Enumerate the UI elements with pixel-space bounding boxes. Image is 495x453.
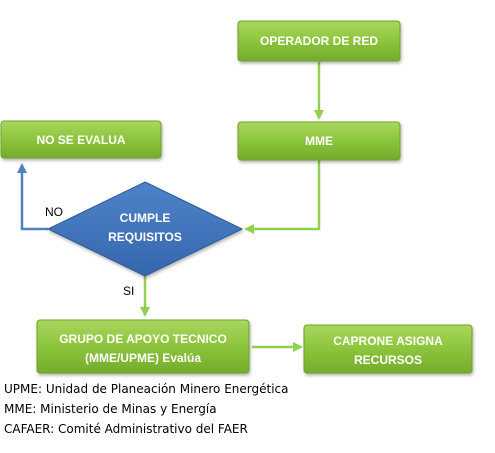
node-caprone-label-line1: CAPRONE ASIGNA [333, 334, 443, 348]
node-grupo-apoyo-tecnico [36, 319, 250, 374]
edge-label-si: SI [123, 284, 134, 298]
node-cumple-label-line1: CUMPLE [120, 211, 171, 225]
node-no-se-evalua-label: NO SE EVALUA [36, 133, 125, 147]
node-mme [237, 121, 401, 161]
node-operador-label: OPERADOR DE RED [260, 34, 378, 48]
acronym-legend: UPME: Unidad de Planeación Minero Energé… [4, 379, 289, 439]
legend-item-cafaer: CAFAER: Comité Administrativo del FAER [4, 422, 248, 436]
arrow-cumple-to-no-se-evalua [17, 163, 48, 231]
arrow-mme-to-cumple [244, 160, 321, 234]
node-cumple-requisitos [46, 181, 244, 277]
node-caprone-label-line2: RECURSOS [354, 353, 422, 367]
edge-label-no: NO [45, 205, 63, 219]
node-no-se-evalua [0, 120, 162, 159]
node-mme-label: MME [305, 134, 333, 148]
node-grupo-label-line2: (MME/UPME) Evalúa [85, 351, 201, 365]
node-cumple-label-line2: REQUISITOS [108, 230, 182, 244]
node-caprone-asigna-recursos [303, 324, 473, 374]
node-operador-de-red [237, 20, 401, 62]
legend-item-mme: MME: Ministerio de Minas y Energía [4, 402, 217, 416]
node-grupo-label-line1: GRUPO DE APOYO TECNICO [59, 332, 227, 346]
legend-item-upme: UPME: Unidad de Planeación Minero Energé… [4, 382, 289, 396]
